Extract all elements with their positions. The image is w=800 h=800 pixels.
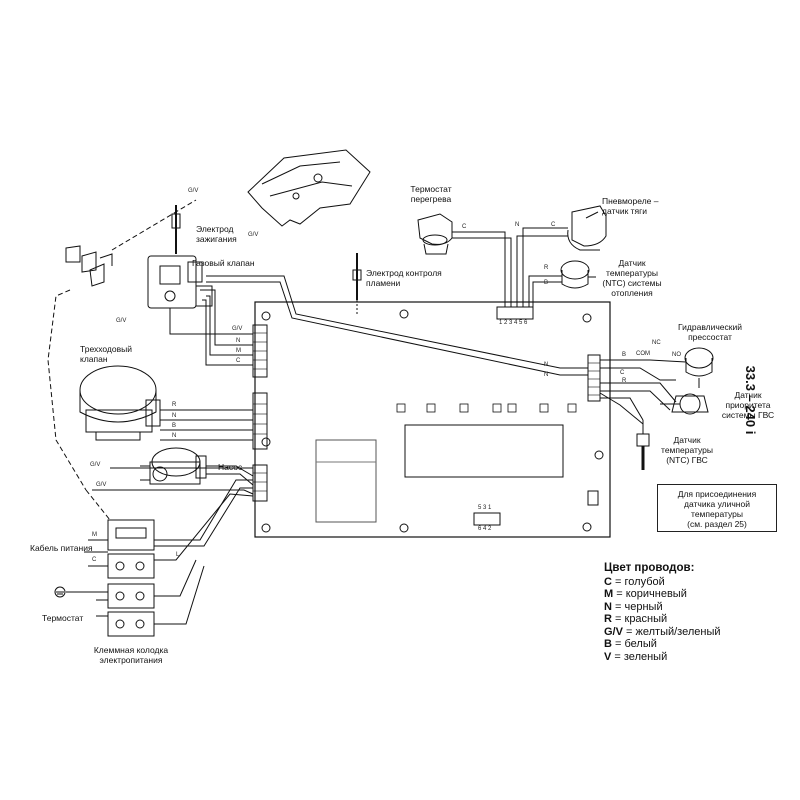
wire-color-legend: Цвет проводов: C = голубой M = коричневы…: [604, 562, 721, 663]
label-ignition-electrode: Электрод зажигания: [196, 224, 237, 244]
com-label: COM: [636, 351, 650, 357]
legend-row: B = белый: [604, 638, 657, 650]
ignition-electrode-shape: [171, 205, 181, 254]
wire-tag-m2: M: [92, 532, 97, 538]
display-module: [404, 424, 564, 478]
label-terminal-block: Клеммная колодка электропитания: [93, 645, 169, 665]
connector-numbers: 1 2 3 4 5 6: [499, 320, 528, 326]
plug-connector-shape: [65, 245, 113, 287]
nc-label: NC: [652, 340, 661, 346]
wire-tag-gv-5: G/V: [90, 462, 101, 468]
label-thermostat: Термостат: [42, 613, 84, 623]
terminal-strip-right: [587, 354, 601, 402]
wire-tag-gv-4: G/V: [232, 326, 243, 332]
wire-tag-gv-top: G/V: [188, 188, 199, 194]
wire-tag-c: C: [462, 224, 467, 230]
wire-tag-c4: C: [620, 370, 625, 376]
fan-assembly-shape: [247, 149, 371, 227]
label-power-cable: Кабель питания: [30, 543, 93, 553]
wire-tag-m: M: [236, 348, 241, 354]
wire-tag-c2: C: [551, 222, 556, 228]
terminal-strip-mid: [252, 392, 268, 450]
wire-tag-gv-2: G/V: [248, 232, 259, 238]
wire-tag-n6: N: [544, 372, 549, 378]
overheat-thermostat-shape: [417, 213, 453, 255]
connector-pins-top: 5 3 1: [478, 505, 492, 511]
wire-tag-c3: C: [236, 358, 241, 364]
control-board: [254, 301, 611, 538]
wire-tag-b3: B: [544, 280, 549, 286]
wire-tag-b: B: [172, 423, 177, 429]
top-connector: [496, 306, 534, 320]
label-heating-ntc: Датчик температуры (NTC) системы отоплен…: [602, 258, 662, 298]
wire-tag-n5: N: [544, 362, 549, 368]
legend-title: Цвет проводов:: [604, 562, 695, 574]
trimmer-row: [396, 403, 577, 413]
dhw-priority-shape: [660, 393, 709, 415]
label-three-way-valve: Трехходовый клапан: [80, 344, 132, 364]
heating-ntc-shape: [560, 260, 596, 289]
legend-row: M = коричневый: [604, 588, 687, 600]
label-overheat-thermostat: Термостат перегрева: [410, 184, 452, 204]
connector-pins-bottom: 6 4 2: [478, 526, 492, 532]
wire-tag-n4: N: [172, 433, 177, 439]
wire-tag-r: R: [172, 402, 177, 408]
wire-tag-r3: R: [544, 265, 549, 271]
label-dhw-priority: Датчик приоритета системы ГВС: [721, 390, 775, 420]
wire-tag-c5: C: [92, 557, 97, 563]
terminal-block-shape: [107, 519, 155, 637]
wire-tag-n: N: [515, 222, 520, 228]
wire-tag-n3: N: [172, 413, 177, 419]
model-code: 33.3 – 240 i: [743, 365, 758, 435]
wire-tag-r2: R: [622, 378, 627, 384]
legend-row: R = красный: [604, 613, 668, 625]
three-way-valve-shape: [79, 365, 161, 441]
no-label: NO: [672, 352, 681, 358]
label-gas-valve: Газовый клапан: [192, 258, 255, 268]
label-hydraulic-pressostat: Гидравлический прессостат: [678, 322, 742, 342]
label-air-pressure-switch: Пневмореле – датчик тяги: [602, 196, 659, 216]
pump-shape: [140, 447, 207, 485]
legend-row: N = черный: [604, 600, 663, 613]
wire-tag-gv-3: G/V: [116, 318, 127, 324]
wire-tag-l: L: [176, 552, 180, 558]
air-pressure-switch-shape: [567, 205, 607, 251]
gas-valve-shape: [147, 255, 213, 309]
wire-tag-n2: N: [236, 338, 241, 344]
terminal-strip-low: [252, 464, 268, 502]
outdoor-sensor-note: Для присоединения датчика уличной темпер…: [657, 484, 777, 532]
wire-tag-gv-6: G/V: [96, 482, 107, 488]
legend-row: G/V = желтый/зеленый: [604, 625, 721, 638]
earth-symbol: [54, 586, 66, 598]
label-dhw-ntc: Датчик температуры (NTC) ГВС: [661, 435, 713, 465]
flame-electrode-shape: [352, 253, 362, 300]
legend-row: C = голубой: [604, 575, 665, 588]
wire-tag-b2: B: [622, 352, 627, 358]
label-pump: Насос: [218, 462, 243, 472]
hydraulic-pressostat-shape: [684, 347, 714, 388]
label-flame-electrode: Электрод контроля пламени: [366, 268, 442, 288]
legend-row: V = зеленый: [604, 650, 668, 663]
board-connector-6pin: [473, 512, 501, 526]
dhw-ntc-shape: [636, 420, 650, 470]
